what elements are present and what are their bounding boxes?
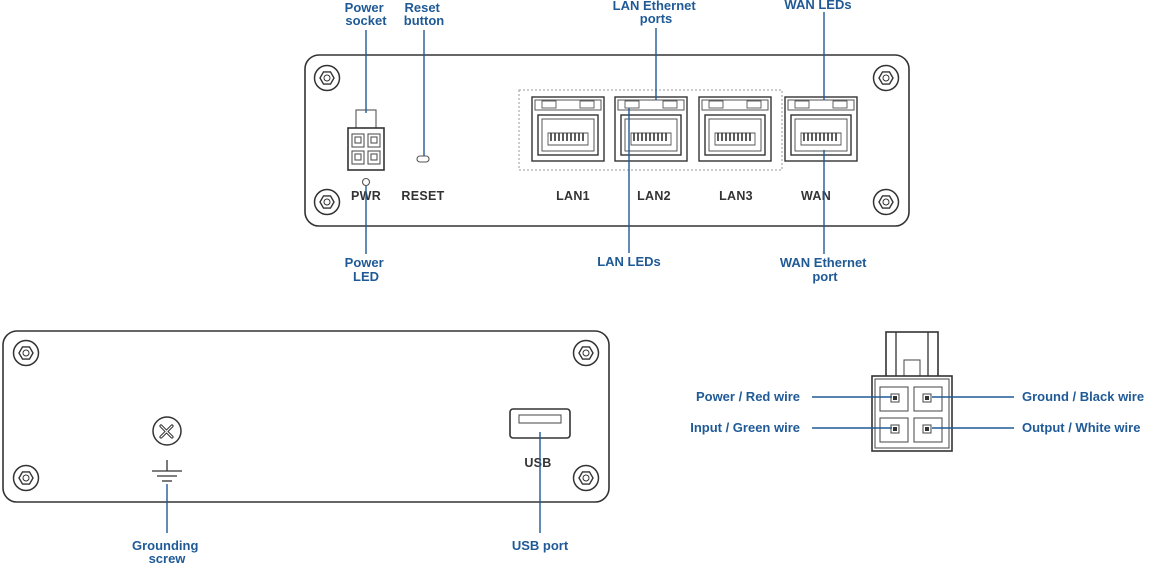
front-panel: PWR RESET LAN1 LAN2 LAN3 WAN <box>304 54 910 227</box>
power-socket <box>347 109 385 171</box>
power-led-callout: Power LED <box>345 255 388 284</box>
wan-port-callout: WAN Ethernet port <box>780 255 870 284</box>
lan-ports-callout: LAN Ethernet ports <box>613 0 700 26</box>
usb-port-callout: USB port <box>512 538 569 553</box>
lan-group-frame <box>518 89 783 171</box>
ground-symbol-icon <box>152 460 182 482</box>
grounding-callout: Grounding screw <box>132 538 202 563</box>
hex-screw-icon <box>572 464 600 492</box>
hex-screw-icon <box>872 64 900 92</box>
hex-screw-icon <box>313 188 341 216</box>
reset-button <box>416 155 430 163</box>
pin-power-label: Power / Red wire <box>696 389 800 404</box>
power-socket-callout: Power socket <box>345 0 388 28</box>
reset-label: RESET <box>401 189 444 203</box>
wan-leds-callout: WAN LEDs <box>784 0 851 12</box>
rj45-port-icon <box>614 96 688 162</box>
pin-output-label: Output / White wire <box>1022 420 1140 435</box>
lan1-label: LAN1 <box>556 189 590 203</box>
wan-label: WAN <box>801 189 831 203</box>
power-connector-icon <box>871 331 953 452</box>
hex-screw-icon <box>12 339 40 367</box>
usb-label: USB <box>524 456 551 470</box>
rj45-port-icon <box>531 96 605 162</box>
hex-screw-icon <box>313 64 341 92</box>
hex-screw-icon <box>12 464 40 492</box>
hex-screw-icon <box>872 188 900 216</box>
reset-button-callout: Reset button <box>404 0 444 28</box>
rj45-port-icon <box>698 96 772 162</box>
pin-ground-label: Ground / Black wire <box>1022 389 1144 404</box>
hex-screw-icon <box>572 339 600 367</box>
rj45-port-icon <box>784 96 858 162</box>
lan-leds-callout: LAN LEDs <box>597 254 661 269</box>
lan2-label: LAN2 <box>637 189 671 203</box>
grounding-screw <box>152 416 182 446</box>
lan3-label: LAN3 <box>719 189 753 203</box>
pin-input-label: Input / Green wire <box>690 420 800 435</box>
power-led <box>361 177 371 187</box>
back-panel: USB <box>2 330 610 503</box>
